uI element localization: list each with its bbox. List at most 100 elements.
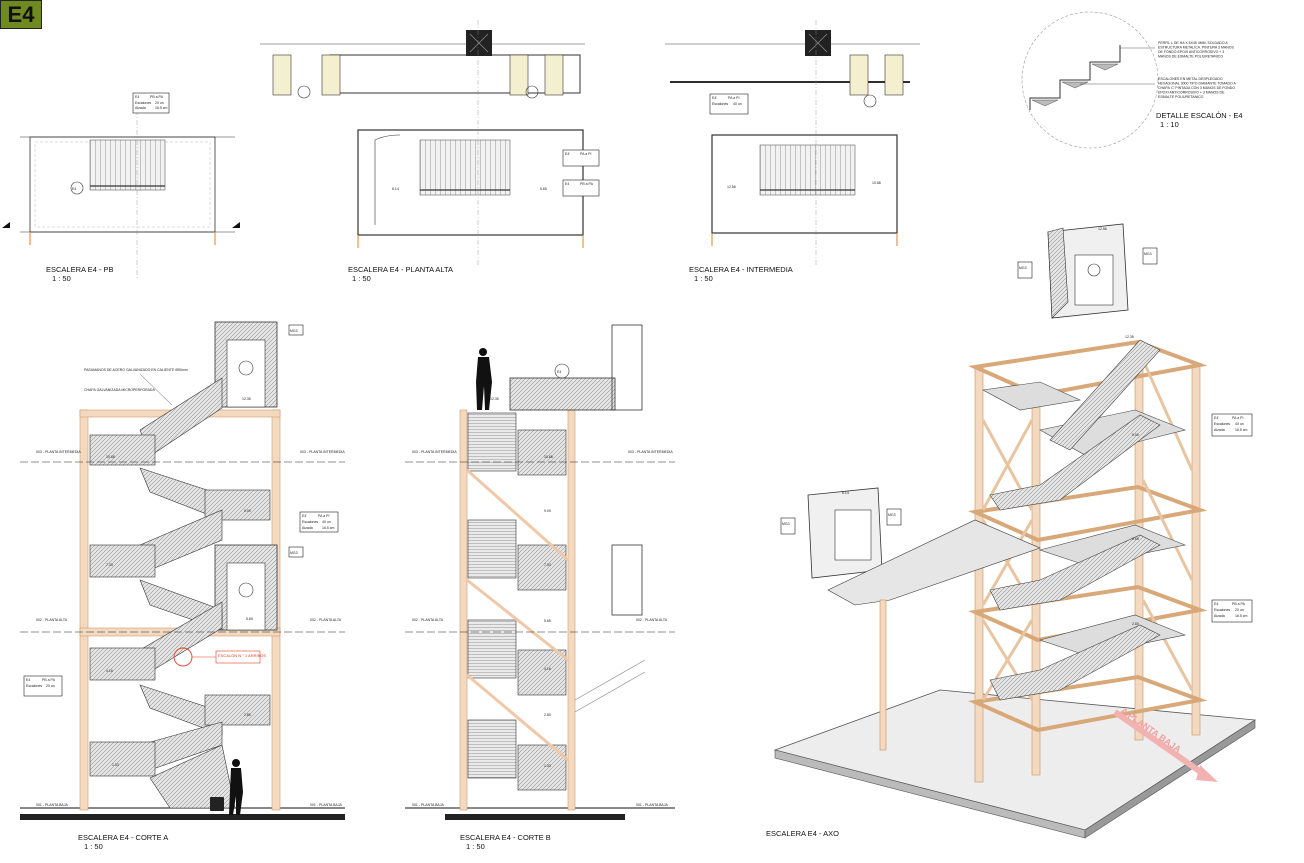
- alta-level-right: 5.65: [540, 187, 547, 191]
- alta-level-left: 6.14: [392, 187, 399, 191]
- pb-tag-escalones: Escalones: [135, 101, 151, 105]
- cb-lev-280: 2.80: [544, 713, 551, 717]
- alta-tag2-id: E4: [565, 182, 569, 186]
- detalle-escalon: PERFIL L DE HA X 5X45 4MM. SOLDADO A EST…: [1021, 11, 1243, 149]
- corte-a: 003 - PLANTA INTERMEDIA 003 - PLANTA INT…: [20, 321, 345, 851]
- ca-level-n001: 001 - PLANTA BAJA: [36, 803, 69, 807]
- ca-tag-range: PA a PI: [318, 514, 329, 518]
- pb-tag-id: E4: [135, 95, 139, 99]
- ca-lev-565: 5.65: [246, 617, 253, 621]
- sheet-badge: E4: [0, 0, 42, 29]
- axo-tag2-alz-v: 16.5 cm: [1235, 614, 1248, 618]
- detalle-scale: 1 : 10: [1160, 120, 1179, 129]
- corte-b: 003 - PLANTA INTERMEDIA 003 - PLANTA INT…: [405, 324, 675, 851]
- cb-level-n002: 002 - PLANTA ALTA: [412, 618, 444, 622]
- ca-level-n002-r: 002 - PLANTA ALTA: [310, 618, 342, 622]
- cb-lev-1068: 10.68: [544, 455, 553, 459]
- plan-alta: 6.14 5.65 E4' PA a PI E4 PB a PA ESCALER…: [260, 20, 600, 283]
- ca-lev-1235: 12.35: [242, 397, 251, 401]
- cb-level-n002-r: 002 - PLANTA ALTA: [636, 618, 668, 622]
- cb-lev-416: 4.16: [544, 667, 551, 671]
- axo-mg-top-l: MG3: [1019, 266, 1027, 270]
- ca-note-pasamanos: PASAMANOS DE ACERO GALVANIZADO EN CALIEN…: [84, 368, 188, 372]
- axo-mg-left: MG3: [782, 522, 790, 526]
- cb-level-n003: 003 - PLANTA INTERMEDIA: [412, 450, 457, 454]
- detalle-note-perfil: PERFIL L DE HA X 5X45 4MM. SOLDADO A EST…: [1158, 41, 1235, 59]
- ca-lev-133: 1.33: [112, 763, 119, 767]
- axo-tag-esc-v: 40 un: [1235, 422, 1244, 426]
- axo-tag-alz-v: 16.5 cm: [1235, 428, 1248, 432]
- ca-level-n003: 003 - PLANTA INTERMEDIA: [36, 450, 81, 454]
- detalle-title: DETALLE ESCALÓN - E4: [1156, 111, 1243, 120]
- axo-tag2-esc: Escalones: [1214, 608, 1230, 612]
- ca-tag-id: E4': [302, 514, 307, 518]
- pb-tag-esc-val: 20 un: [155, 101, 164, 105]
- ca-level-n003-r: 003 - PLANTA INTERMEDIA: [300, 450, 345, 454]
- cb-e4-circle: E4: [557, 370, 561, 374]
- ca-tag2-id: E4: [26, 678, 30, 682]
- person-silhouette: [210, 759, 243, 815]
- pb-e4-circle: E4: [72, 187, 76, 191]
- alta-tag-id: E4': [565, 152, 570, 156]
- alta-tag2-range: PB a PA: [580, 182, 594, 186]
- ca-lev-1068: 10.68: [106, 455, 115, 459]
- ca-title: ESCALERA E4 - CORTE A: [78, 833, 168, 842]
- inter-scale: 1 : 50: [694, 274, 713, 283]
- inter-tag-esc-val: 40 un: [733, 102, 742, 106]
- axo-tag2-range: PB a PA: [1232, 602, 1246, 606]
- axo-tag-id: E4': [1214, 416, 1219, 420]
- ca-lev-733: 7.33: [106, 563, 113, 567]
- ca-error-note: ESCALÓN N.° 1 ARRIBOS: [218, 653, 266, 658]
- axo-lev-1235: 12.35: [1125, 335, 1134, 339]
- axo-tag-esc: Escalones: [1214, 422, 1230, 426]
- pb-title: ESCALERA E4 - PB: [46, 265, 114, 274]
- plan-intermedia: 12.56 10.68 E4' PA a PI Escalones 40 un …: [665, 20, 920, 283]
- axo-mg-left-2: MG3: [888, 513, 896, 517]
- ca-level-n001-r: 001 - PLANTA BAJA: [310, 803, 343, 807]
- cb-lev-900: 9.00: [544, 509, 551, 513]
- inter-level-right: 10.68: [872, 181, 881, 185]
- ca-tag-alz: Alzada: [302, 526, 313, 530]
- axo-lev-left: 6.14: [842, 491, 849, 495]
- person-silhouette-b: [476, 348, 492, 410]
- cb-title: ESCALERA E4 - CORTE B: [460, 833, 551, 842]
- ca-tag-esc-v: 40 un: [322, 520, 331, 524]
- inter-title: ESCALERA E4 - INTERMEDIA: [689, 265, 793, 274]
- alta-tag-range: PA a PI: [580, 152, 591, 156]
- axo-lev-900: 9.00: [1132, 433, 1139, 437]
- axo-tag2-esc-v: 20 un: [1235, 608, 1244, 612]
- axo-lev-top: 12.56: [1098, 227, 1107, 231]
- ca-mg-tag-2: MG3: [290, 551, 298, 555]
- ca-lev-900: 9.00: [244, 509, 251, 513]
- ca-lev-280: 2.80: [244, 713, 251, 717]
- ca-tag2-esc: Escalones: [26, 684, 42, 688]
- inter-tag-range: PA a PI: [728, 96, 739, 100]
- ca-tag2-range: PB a PA: [42, 678, 56, 682]
- cb-level-n001-r: 001 - PLANTA BAJA: [636, 803, 669, 807]
- axo-tag-alz: Alzada: [1214, 428, 1225, 432]
- cb-scale: 1 : 50: [466, 842, 485, 851]
- pb-scale: 1 : 50: [52, 274, 71, 283]
- inter-level-left: 12.56: [727, 185, 736, 189]
- ca-tag-esc: Escalones: [302, 520, 318, 524]
- plan-pb: E4 E4 PB a PA Escalones 20 un Alzada 16.…: [2, 92, 240, 283]
- ca-lev-416: 4.16: [106, 669, 113, 673]
- axo-tag2-alz: Alzada: [1214, 614, 1225, 618]
- alta-title: ESCALERA E4 - PLANTA ALTA: [348, 265, 453, 274]
- axonometric: E4' PA a PI Escalones 40 un Alzada 16.5 …: [766, 223, 1257, 839]
- pb-tag-alz-val: 16.5 cm: [155, 106, 168, 110]
- inter-tag-id: E4': [712, 96, 717, 100]
- inter-tag-escalones: Escalones: [712, 102, 728, 106]
- axo-mg-top-r: MG3: [1144, 252, 1152, 256]
- cb-level-n001: 001 - PLANTA BAJA: [412, 803, 445, 807]
- axo-title: ESCALERA E4 - AXO: [766, 829, 839, 838]
- ca-tag-alz-v: 16.5 cm: [322, 526, 335, 530]
- cb-lev-1235: 12.35: [490, 397, 499, 401]
- ca-scale: 1 : 50: [84, 842, 103, 851]
- ca-level-n002: 002 - PLANTA ALTA: [36, 618, 68, 622]
- pb-tag-alzada: Alzada: [135, 106, 146, 110]
- cb-lev-733: 7.33: [544, 563, 551, 567]
- axo-tag2-id: E4: [1214, 602, 1218, 606]
